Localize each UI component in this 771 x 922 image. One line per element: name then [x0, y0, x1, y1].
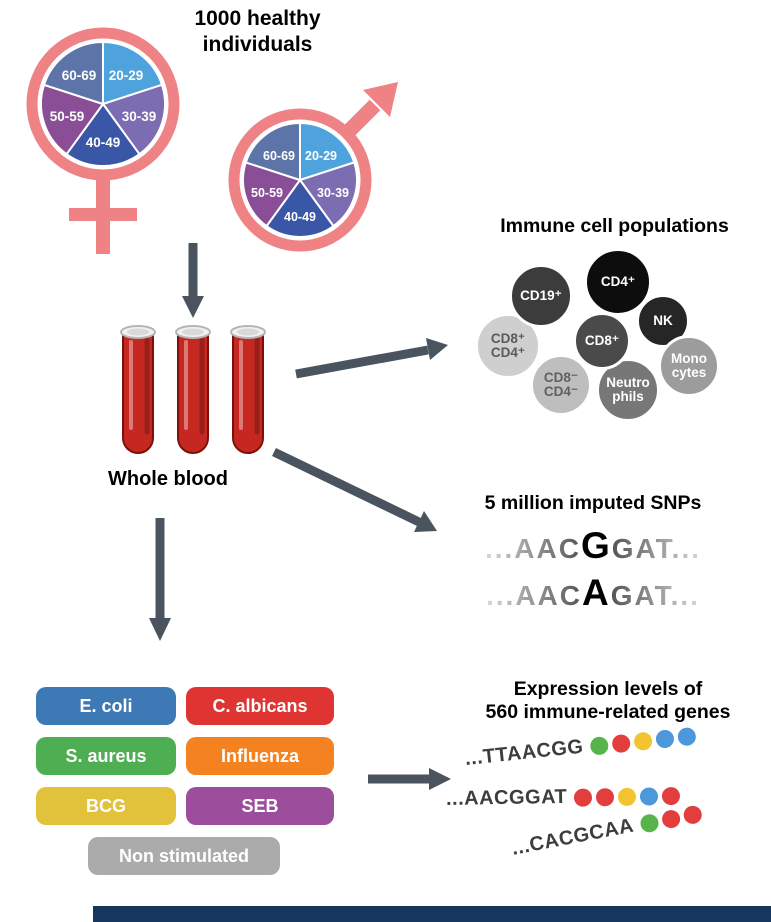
stimuli-panel: E. coli C. albicans S. aureus Influenza … — [28, 682, 340, 882]
male-age-pie: 20-29 30-39 40-49 50-59 60-69 — [242, 121, 358, 238]
pie-slice-60-69 — [244, 121, 301, 182]
snp-seq-1-prefix: ...AAC — [484, 533, 581, 564]
gene-bead — [632, 729, 655, 752]
snp-seq-2-suffix: GAT... — [610, 580, 700, 611]
pie-label-30-39: 30-39 — [122, 109, 157, 124]
blood-tubes-icon — [120, 325, 266, 454]
expression-title: Expression levels of 560 immune-related … — [485, 678, 731, 723]
stimulus-seb: SEB — [186, 787, 334, 825]
arrow-blood-to-cells — [295, 345, 429, 379]
snp-sequence-2: ...AACAGAT... — [438, 571, 748, 618]
pie-slice-40-49 — [265, 178, 335, 238]
cell-nk: NK — [636, 294, 690, 348]
stimulus-bcg: BCG — [36, 787, 176, 825]
female-age-pie: 20-29 30-39 40-49 50-59 60-69 — [40, 40, 166, 168]
pie-slice-50-59 — [242, 161, 302, 228]
arrow-individuals-to-blood-head — [182, 296, 204, 318]
pie-slice-60-69 — [42, 40, 104, 106]
arrow-blood-to-snps-head — [414, 511, 437, 532]
pie-label-40-49: 40-49 — [284, 210, 316, 224]
pie-label-60-69: 60-69 — [263, 149, 295, 163]
cell-cd19: CD19⁺ — [509, 264, 573, 328]
stimulus-c-albicans: C. albicans — [186, 687, 334, 725]
stimulus-e-coli: E. coli — [36, 687, 176, 725]
male-arrow-head — [363, 82, 398, 117]
bottom-banner — [93, 906, 771, 922]
male-arrow-shaft — [340, 99, 381, 140]
gene-bead — [610, 732, 633, 755]
pie-label-60-69: 60-69 — [62, 68, 97, 83]
pie-label-50-59: 50-59 — [251, 186, 283, 200]
gene-bead — [675, 725, 698, 748]
snp-seq-2-prefix: ...AAC — [486, 580, 582, 611]
cell-cd8: CD8⁺ — [573, 312, 631, 370]
gene-bead — [639, 785, 660, 807]
arrow-stimuli-to-expression-head — [429, 768, 451, 790]
immune-cells-title: Immune cell populations — [500, 215, 729, 237]
pie-label-20-29: 20-29 — [109, 68, 144, 83]
gene-bead — [595, 786, 616, 807]
pie-slice-20-29 — [102, 40, 164, 106]
gene-bead — [588, 734, 611, 757]
arrow-blood-to-cells-head — [426, 338, 448, 360]
gene-row-3: ...CACGCAA — [510, 801, 705, 861]
gene-bead — [617, 786, 638, 807]
snps-title: 5 million imputed SNPs — [484, 492, 702, 514]
snp-seq-1-suffix: GAT... — [611, 533, 702, 564]
whole-blood-label: Whole blood — [108, 468, 228, 490]
cell-cd4: CD4⁺ — [584, 248, 652, 316]
gene-bead — [680, 802, 705, 827]
cell-neutrophils: Neutro phils — [596, 358, 660, 422]
gene-bead — [573, 786, 594, 808]
snp-sequences: ...AACGGAT... ...AACAGAT... — [438, 524, 748, 618]
expression-rows: ...TTAACGG ...AACGGAT ...CACGCAA — [440, 725, 770, 922]
gene-row-2: ...AACGGAT — [446, 784, 682, 811]
gene-seq-2: ...AACGGAT — [445, 785, 568, 810]
gene-bead — [653, 727, 676, 750]
pie-slice-50-59 — [40, 83, 105, 156]
snp-seq-2-allele: A — [582, 572, 611, 613]
pie-label-40-49: 40-49 — [86, 135, 121, 150]
gene-seq-3: ...CACGCAA — [509, 814, 636, 860]
gene-bead — [659, 806, 683, 831]
pie-label-20-29: 20-29 — [305, 149, 337, 163]
snp-sequence-1: ...AACGGAT... — [438, 524, 748, 571]
immune-cells-cluster: CD8⁺ CD4⁺ CD19⁺ NK Mono cytes CD8⁻ CD4⁻ … — [470, 244, 765, 430]
stimulus-s-aureus: S. aureus — [36, 737, 176, 775]
stimulus-non-stimulated: Non stimulated — [88, 837, 280, 875]
pie-slice-40-49 — [65, 102, 141, 168]
test-tube — [120, 325, 156, 454]
female-cross-horizontal — [69, 208, 137, 221]
cell-cd8neg-cd4neg: CD8⁻ CD4⁻ — [530, 354, 592, 416]
gene-bead — [637, 811, 662, 835]
male-symbol-icon: 20-29 30-39 40-49 50-59 60-69 — [228, 82, 398, 252]
cell-monocytes: Mono cytes — [658, 335, 720, 397]
pie-label-50-59: 50-59 — [50, 109, 85, 124]
pie-label-30-39: 30-39 — [317, 186, 349, 200]
stimulus-influenza: Influenza — [186, 737, 334, 775]
female-symbol-icon: 20-29 30-39 40-49 50-59 60-69 — [26, 27, 180, 254]
pie-slice-30-39 — [298, 161, 358, 228]
gene-bead — [661, 785, 682, 806]
test-tube — [230, 325, 266, 454]
figure-title: 1000 healthy individuals — [194, 7, 321, 56]
test-tube — [175, 325, 211, 454]
snp-seq-1-allele: G — [580, 525, 612, 566]
arrow-blood-to-snps — [272, 447, 421, 527]
gene-seq-1: ...TTAACGG — [463, 735, 585, 770]
pie-slice-30-39 — [101, 83, 166, 156]
arrow-blood-to-stimuli-head — [149, 618, 171, 641]
